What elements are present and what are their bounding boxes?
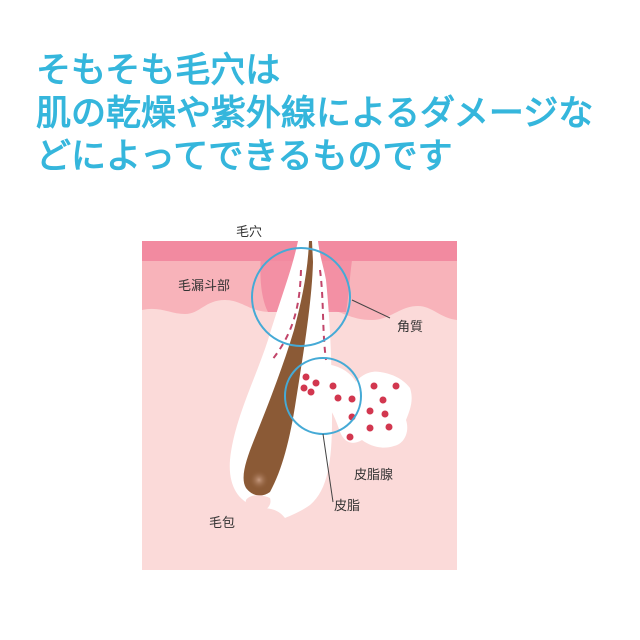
- headline-line-1: そもそも毛穴は: [36, 51, 281, 91]
- dermal-papilla: [245, 495, 271, 512]
- hair-shaft: [243, 241, 313, 496]
- headline-line-2: 肌の乾燥や紫外線によるダメージな: [36, 94, 594, 134]
- headline-line-3: どによってできるものです: [36, 137, 453, 177]
- skin-cross-section: [142, 241, 457, 570]
- label-sebaceous-gland: 皮脂腺: [354, 468, 393, 483]
- headline: そもそも毛穴は 肌の乾燥や紫外線によるダメージな どによってできるものです: [36, 50, 593, 179]
- label-funnel: 毛漏斗部: [178, 278, 230, 294]
- funnel-highlight-circle: [251, 247, 351, 347]
- funnel-dashed-right: [319, 269, 327, 361]
- funnel-dashed-left: [271, 269, 302, 361]
- label-sebum: 皮脂: [334, 499, 360, 514]
- label-follicle: 毛包: [209, 516, 235, 531]
- keratin-leader-line: [351, 299, 391, 319]
- label-keratin: 角質: [397, 320, 423, 335]
- sebum-dots: [300, 373, 400, 441]
- hair-bulb-highlight: [249, 470, 269, 490]
- funnel-rim-right: [318, 241, 356, 312]
- label-pore: 毛穴: [236, 225, 262, 240]
- sebum-leader-line: [322, 433, 334, 503]
- sebaceous-gland: [300, 363, 412, 448]
